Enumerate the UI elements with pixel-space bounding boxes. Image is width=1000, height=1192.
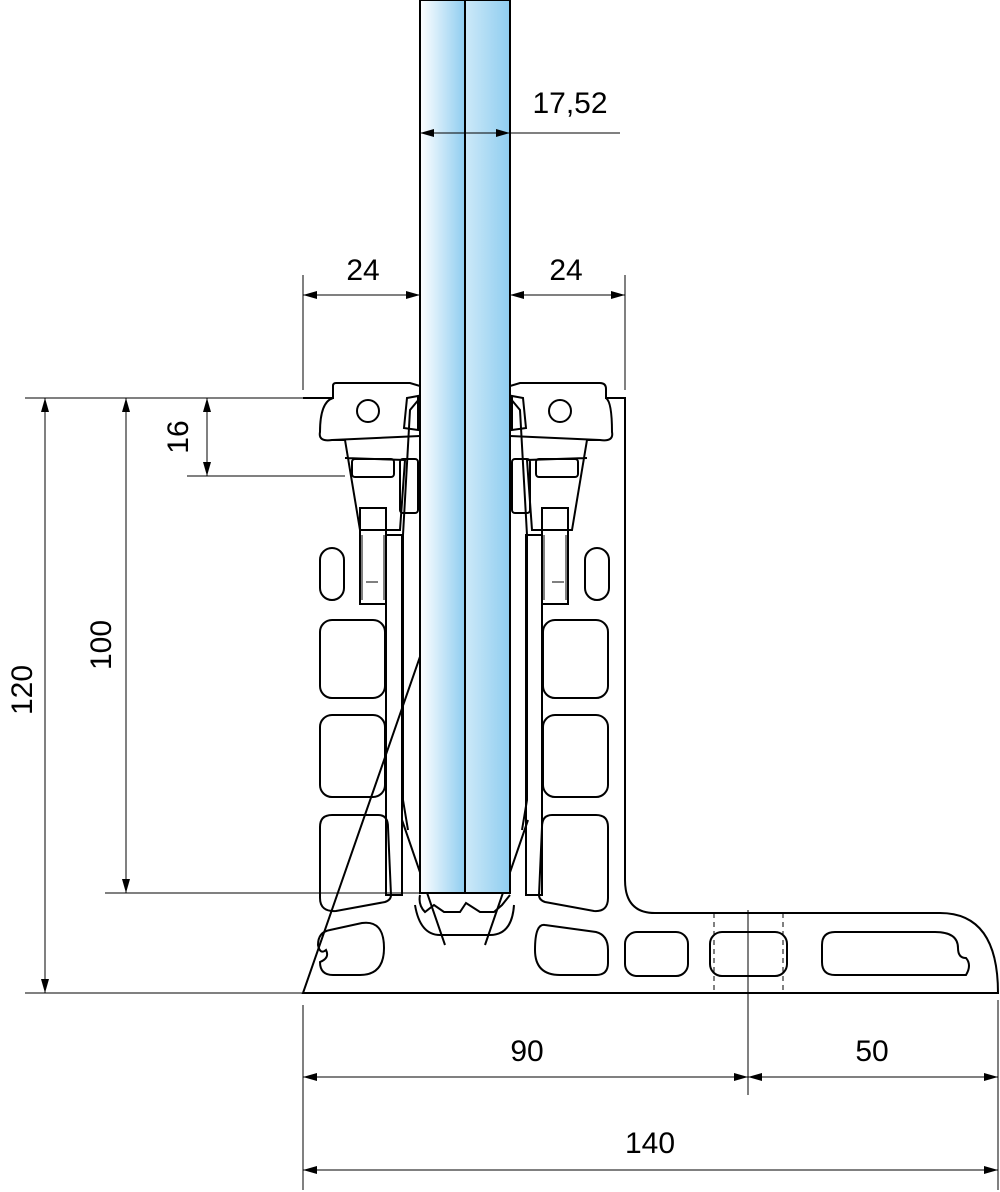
glass-panel	[419, 0, 511, 894]
screw-channel-right	[821, 931, 970, 976]
dim-right-clearance: 24	[549, 254, 582, 287]
dim-clamp-depth: 16	[162, 420, 195, 453]
bolt-right	[525, 507, 569, 896]
dim-axis-to-end: 50	[855, 1035, 888, 1068]
screw-channel-left	[316, 921, 386, 976]
dim-profile-height: 120	[6, 665, 39, 715]
dimension-lines	[25, 129, 999, 1190]
dim-glass-insertion: 100	[85, 620, 118, 670]
dim-base-to-axis: 90	[510, 1035, 543, 1068]
bolt-left	[359, 507, 403, 896]
dim-glass-thickness: 17,52	[532, 87, 607, 120]
dim-left-clearance: 24	[346, 254, 379, 287]
dim-total-width: 140	[625, 1127, 675, 1160]
aluminium-profile	[301, 382, 1000, 994]
